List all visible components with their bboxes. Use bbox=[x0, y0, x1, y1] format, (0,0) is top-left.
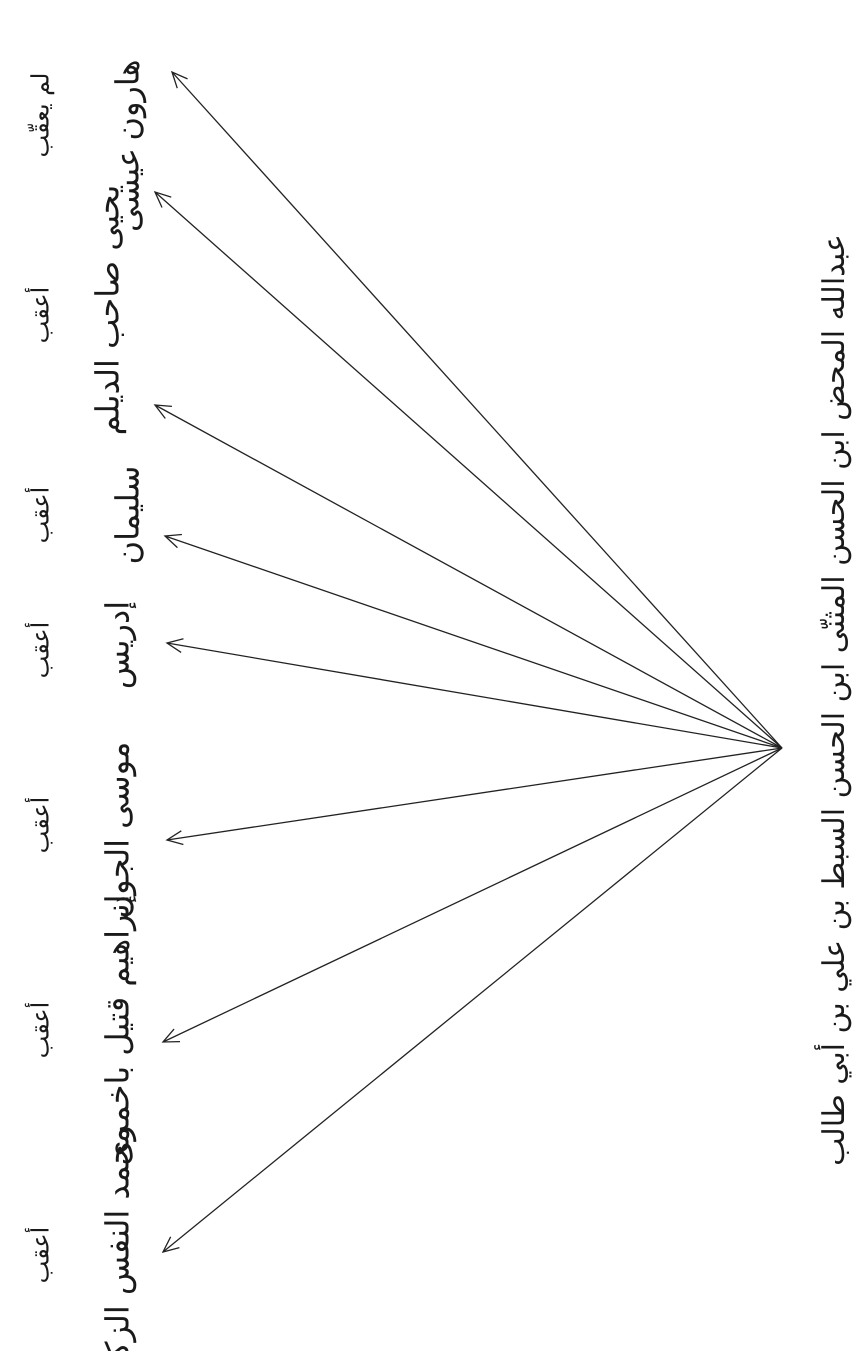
child-node: محمد النفس الزكية bbox=[99, 1126, 137, 1351]
child-name: إدريس bbox=[99, 601, 138, 689]
arrow-line bbox=[166, 642, 783, 749]
child-note: أعقب bbox=[24, 287, 55, 344]
child-node: موسى الجون bbox=[99, 742, 137, 919]
child-name: محمد النفس الزكية bbox=[99, 1126, 137, 1351]
child-node: يحيى صاحب الديلم bbox=[89, 185, 127, 436]
arrow-line bbox=[171, 71, 783, 749]
arrow-line bbox=[164, 535, 783, 749]
child-node: عيسى bbox=[109, 148, 147, 232]
child-name: يحيى صاحب الديلم bbox=[89, 185, 127, 436]
child-note-text: أعقب bbox=[24, 287, 55, 344]
child-node: إبراهيم قتيل باخمرى bbox=[99, 895, 138, 1166]
child-note-text: أعقب bbox=[24, 1227, 55, 1284]
arrow-head bbox=[163, 533, 182, 549]
arrow-line bbox=[154, 191, 783, 749]
child-note: أعقب bbox=[24, 797, 55, 854]
root-node: عبدالله المحض ابن الحسن المثنّى ابن الحس… bbox=[814, 234, 852, 1166]
arrow-head bbox=[165, 638, 184, 653]
child-note-text: لم يعقّب bbox=[27, 73, 55, 158]
child-name: عيسى bbox=[109, 148, 147, 232]
child-name: إبراهيم قتيل باخمرى bbox=[99, 895, 138, 1166]
arrow-line bbox=[154, 404, 783, 749]
child-node: إدريس bbox=[99, 601, 138, 689]
child-node: سليمان bbox=[109, 466, 147, 565]
child-name: سليمان bbox=[109, 466, 147, 565]
child-name: هارون bbox=[109, 59, 147, 140]
child-name: موسى الجون bbox=[99, 742, 137, 919]
arrow-head bbox=[165, 830, 184, 846]
arrow-line bbox=[166, 747, 783, 841]
child-note-text: أعقب bbox=[24, 1002, 55, 1059]
edges-layer bbox=[153, 70, 783, 1254]
child-note: أعقب bbox=[24, 487, 55, 544]
child-note-text: أعقب bbox=[24, 797, 55, 854]
child-note: أعقب bbox=[24, 622, 55, 679]
child-note: لم يعقّب bbox=[27, 73, 55, 158]
arrow-line bbox=[162, 747, 783, 1043]
child-note: أعقب bbox=[24, 1227, 55, 1284]
root-label: عبدالله المحض ابن الحسن المثنّى ابن الحس… bbox=[814, 234, 852, 1166]
arrow-head bbox=[170, 70, 188, 89]
child-node: هارون bbox=[109, 59, 147, 140]
child-note-text: أعقب bbox=[24, 622, 55, 679]
child-note: أعقب bbox=[24, 1002, 55, 1059]
arrow-head bbox=[161, 1028, 181, 1043]
child-note-text: أعقب bbox=[24, 487, 55, 544]
arrow-head bbox=[161, 1236, 180, 1254]
arrow-head bbox=[153, 404, 172, 419]
arrow-line bbox=[162, 747, 783, 1253]
arrow-head bbox=[153, 190, 172, 208]
